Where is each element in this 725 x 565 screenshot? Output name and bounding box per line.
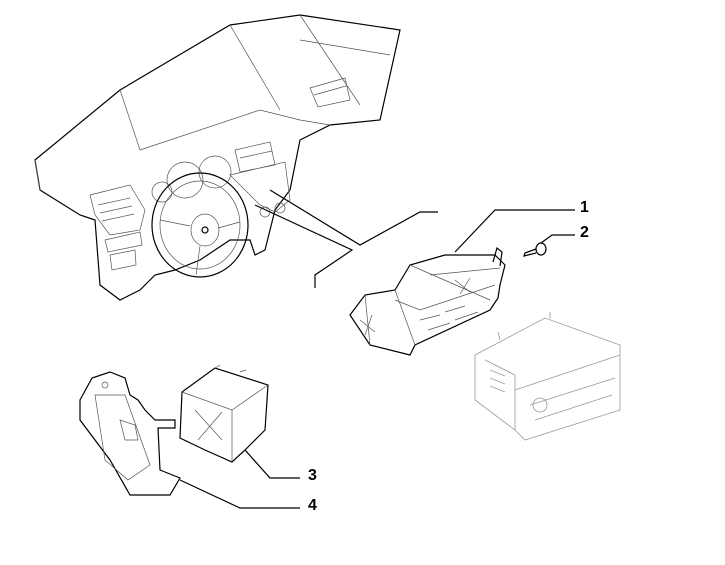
- callout-2: 2: [580, 224, 589, 241]
- part-3-control-unit: [179, 364, 300, 479]
- leader-line-1: [454, 209, 575, 253]
- leader-line-2: [540, 234, 575, 244]
- dashboard-illustration: [34, 14, 438, 301]
- part-2-screw: [523, 242, 547, 257]
- radio-unit: [474, 312, 621, 441]
- callout-3: 3: [308, 467, 317, 484]
- part-4-support-bracket: [79, 371, 300, 509]
- callout-1: 1: [580, 199, 589, 216]
- callout-4: 4: [308, 497, 317, 514]
- part-1-bracket: [349, 246, 506, 356]
